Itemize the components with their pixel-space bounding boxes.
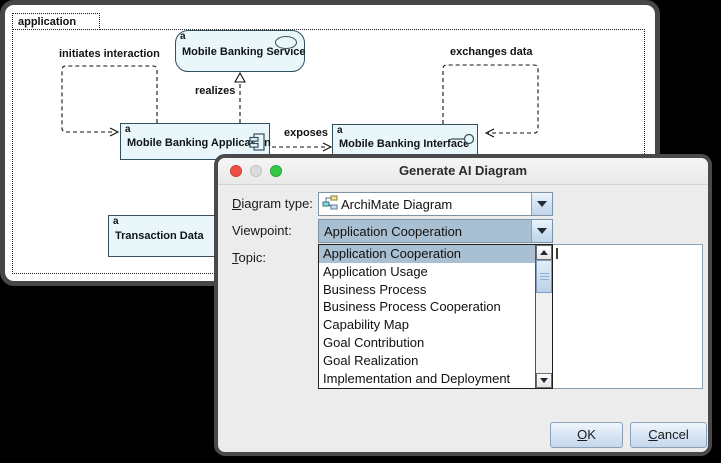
viewpoint-option[interactable]: Goal Realization [323,352,419,368]
minimize-window-button[interactable] [250,165,262,177]
viewpoint-dropdown-button[interactable] [531,220,552,242]
generate-ai-diagram-dialog: Generate AI Diagram Diagram type: ArchiM… [214,154,712,456]
scrollbar-thumb[interactable] [536,260,552,293]
scroll-up-button[interactable] [536,245,552,260]
viewpoint-option[interactable]: Application Cooperation [319,245,535,263]
diagram-type-label-rest: iagram type: [241,196,313,211]
viewpoint-option[interactable]: Business Process Cooperation [323,299,501,315]
element-name: Transaction Data [115,230,204,242]
archimate-diagram-icon [322,194,338,215]
element-mobile-banking-service[interactable]: a Mobile Banking Service [175,30,305,72]
viewpoint-label: Viewpoint: [232,223,292,238]
viewpoint-option[interactable]: Business Process [323,281,427,297]
diagram-type-label: Diagram type: [232,196,313,211]
ok-rest: K [587,427,596,442]
chevron-up-icon [540,250,548,255]
dropdown-scrollbar[interactable] [535,245,552,388]
component-icon [248,131,266,156]
chevron-down-icon [540,378,548,383]
element-badge: a [337,125,343,136]
zoom-window-button[interactable] [270,165,282,177]
close-window-button[interactable] [230,165,242,177]
interface-lollipop-icon [451,133,475,148]
ok-button[interactable]: OK [550,422,623,448]
diagram-type-mnemonic: D [232,196,242,211]
dialog-titlebar[interactable]: Generate AI Diagram [218,158,708,185]
service-icon [275,36,297,49]
cancel-button[interactable]: Cancel [630,422,707,448]
text-caret [556,248,558,259]
element-name: Mobile Banking Application [127,137,271,149]
scroll-down-button[interactable] [536,373,552,388]
viewpoint-dropdown-list: Application Cooperation Application Usag… [318,244,553,389]
element-name: Mobile Banking Interface [339,138,470,150]
relation-label-exchanges-data[interactable]: exchanges data [448,46,535,58]
element-badge: a [113,216,119,227]
cancel-mnemonic: C [648,427,658,442]
chevron-down-icon [537,228,547,234]
chevron-down-icon [537,201,547,207]
element-mobile-banking-application[interactable]: a Mobile Banking Application [120,123,271,160]
viewpoint-option[interactable]: Capability Map [323,317,409,333]
viewpoint-value: Application Cooperation [324,223,463,239]
element-name: Mobile Banking Service [182,46,306,58]
thumb-grip-icon [539,272,549,281]
topic-label-rest: opic: [238,250,266,265]
application-group-label[interactable]: application [12,13,100,30]
diagram-type-value: ArchiMate Diagram [341,196,453,212]
diagram-type-combobox[interactable]: ArchiMate Diagram [318,192,553,216]
relation-label-exposes[interactable]: exposes [282,127,331,139]
diagram-type-dropdown-button[interactable] [531,193,552,215]
relation-label-initiates-interaction[interactable]: initiates interaction [57,48,162,60]
element-badge: a [180,31,186,42]
viewpoint-option[interactable]: Goal Contribution [323,334,425,350]
relation-label-realizes[interactable]: realizes [193,85,238,97]
topic-mnemonic: T [232,250,239,265]
dialog-title: Generate AI Diagram [398,163,528,178]
viewpoint-option[interactable]: Implementation and Deployment [323,370,511,386]
topic-label: Topic: [232,250,266,265]
viewpoint-combobox[interactable]: Application Cooperation [318,219,553,243]
viewpoint-option[interactable]: Application Usage [323,263,428,279]
element-badge: a [125,124,131,135]
cancel-rest: ancel [657,427,689,442]
ok-mnemonic: O [577,427,588,442]
